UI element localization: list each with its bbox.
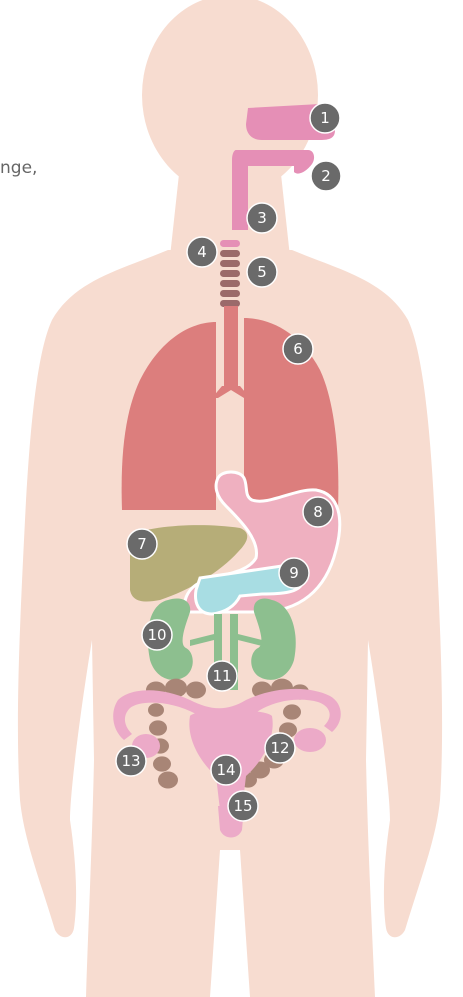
marker-4: 4	[187, 237, 217, 267]
colon-segment	[148, 703, 164, 717]
marker-2: 2	[311, 161, 341, 191]
marker-number: 13	[121, 752, 140, 770]
marker-number: 11	[212, 667, 231, 685]
marker-number: 15	[233, 797, 252, 815]
marker-number: 6	[293, 340, 303, 358]
colon-segment	[158, 772, 178, 789]
marker-number: 8	[313, 503, 323, 521]
marker-15: 15	[228, 791, 258, 821]
trachea-ring	[220, 290, 240, 297]
marker-number: 4	[197, 243, 207, 261]
trachea-tube	[224, 306, 238, 388]
marker-number: 9	[289, 564, 299, 582]
marker-number: 7	[137, 535, 147, 553]
marker-7: 7	[127, 529, 157, 559]
marker-number: 14	[216, 761, 235, 779]
trachea-ring	[220, 300, 240, 307]
marker-9: 9	[279, 558, 309, 588]
right-ovary	[294, 728, 326, 752]
colon-segment	[283, 704, 301, 719]
marker-14: 14	[211, 755, 241, 785]
marker-number: 2	[321, 167, 331, 185]
marker-number: 5	[257, 263, 267, 281]
trachea-ring	[220, 270, 240, 277]
marker-number: 10	[147, 626, 166, 644]
marker-5: 5	[247, 257, 277, 287]
marker-10: 10	[142, 620, 172, 650]
marker-13: 13	[116, 746, 146, 776]
marker-11: 11	[207, 661, 237, 691]
trachea-ring	[220, 280, 240, 287]
marker-number: 12	[270, 739, 289, 757]
marker-3: 3	[247, 203, 277, 233]
marker-6: 6	[283, 334, 313, 364]
marker-number: 1	[320, 109, 330, 127]
colon-segment	[186, 682, 206, 699]
trachea-ring	[220, 250, 240, 257]
marker-1: 1	[310, 103, 340, 133]
marker-8: 8	[303, 497, 333, 527]
marker-number: 3	[257, 209, 267, 227]
trachea-ring	[220, 240, 240, 247]
trachea-ring	[220, 260, 240, 267]
colon-segment	[149, 720, 167, 735]
colon-segment	[153, 756, 171, 771]
marker-12: 12	[265, 733, 295, 763]
trachea-rings	[220, 240, 240, 307]
